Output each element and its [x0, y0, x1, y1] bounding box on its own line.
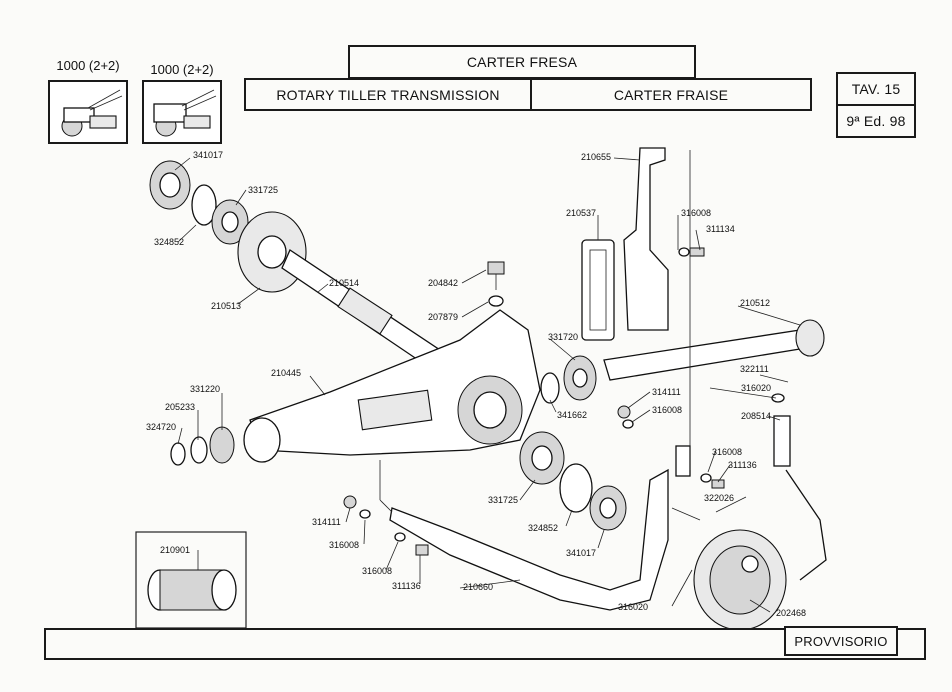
part-label: 311136 [728, 460, 757, 470]
part-label: 316008 [362, 566, 392, 576]
part-label: 331720 [548, 332, 578, 342]
part-label: 311136 [392, 581, 421, 591]
part-label: 207879 [428, 312, 458, 322]
part-label: 324852 [154, 237, 184, 247]
status-box: PROVVISORIO [784, 626, 898, 656]
part-label: 341017 [193, 150, 223, 160]
bearing-331220 [209, 426, 235, 464]
title-fr-box: CARTER FRAISE [530, 78, 812, 111]
title-top: CARTER FRESA [466, 54, 578, 70]
tractor-icon-2 [153, 89, 217, 137]
part-label: 331725 [248, 185, 278, 195]
part-label: 202468 [776, 608, 806, 618]
model-label-1-text: 1000 (2+2) [56, 58, 120, 73]
part-label: 331725 [488, 495, 518, 505]
circlip-324720 [170, 442, 186, 466]
bolt-204842 [487, 261, 505, 275]
part-label: 314111 [652, 387, 681, 397]
title-en: ROTARY TILLER TRANSMISSION [276, 86, 500, 103]
part-label: 314111 [312, 517, 341, 527]
edition-box: 9ª Ed. 98 [836, 104, 916, 138]
part-label: 316020 [741, 383, 771, 393]
part-label: 316008 [712, 447, 742, 457]
bracket-210655 [623, 147, 669, 331]
tractor-thumbnail-1 [48, 80, 128, 144]
tractor-icon-1 [61, 89, 123, 137]
title-fr: CARTER FRAISE [613, 86, 729, 103]
part-label: 210512 [740, 298, 770, 308]
lever-210660 [389, 468, 669, 611]
part-label: 316008 [652, 405, 682, 415]
title-top-box: CARTER FRESA [348, 45, 696, 79]
part-label: 316008 [329, 540, 359, 550]
edition-label: 9ª Ed. 98 [846, 113, 906, 129]
part-label: 311134 [706, 224, 735, 234]
part-label: 208514 [741, 411, 771, 421]
part-label: 205233 [165, 402, 195, 412]
part-label: 324852 [528, 523, 558, 533]
footer-band [44, 628, 926, 660]
washer-207879 [488, 295, 504, 307]
pin-208514 [773, 415, 791, 467]
status-label: PROVVISORIO [794, 633, 888, 649]
part-label: 322111 [740, 364, 769, 374]
part-labels: 341017 331725 324852 210513 210514 20484… [146, 150, 806, 618]
part-label: 316020 [618, 602, 648, 612]
table-number: TAV. 15 [851, 81, 901, 97]
gasket-210537 [581, 239, 615, 341]
part-label: 322026 [704, 493, 734, 503]
part-label: 210445 [271, 368, 301, 378]
ring-324852 [191, 184, 217, 226]
part-label: 210537 [566, 208, 596, 218]
part-label: 210513 [211, 301, 241, 311]
part-label: 331220 [190, 384, 220, 394]
ring-205233 [190, 436, 208, 464]
title-en-box: ROTARY TILLER TRANSMISSION [244, 78, 532, 111]
part-label: 210901 [160, 545, 190, 555]
tractor-thumbnail-2 [142, 80, 222, 144]
part-label: 341017 [566, 548, 596, 558]
ring-324852-b [559, 463, 593, 513]
seal-341662 [540, 372, 560, 404]
model-label-1: 1000 (2+2) [44, 58, 132, 74]
part-label: 210660 [463, 582, 493, 592]
part-label: 204842 [428, 278, 458, 288]
part-label: 210655 [581, 152, 611, 162]
part-label: 341662 [557, 410, 587, 420]
part-label: 316008 [681, 208, 711, 218]
shaft-210512 [603, 329, 807, 381]
part-label: 324720 [146, 422, 176, 432]
part-label: 210514 [329, 278, 359, 288]
